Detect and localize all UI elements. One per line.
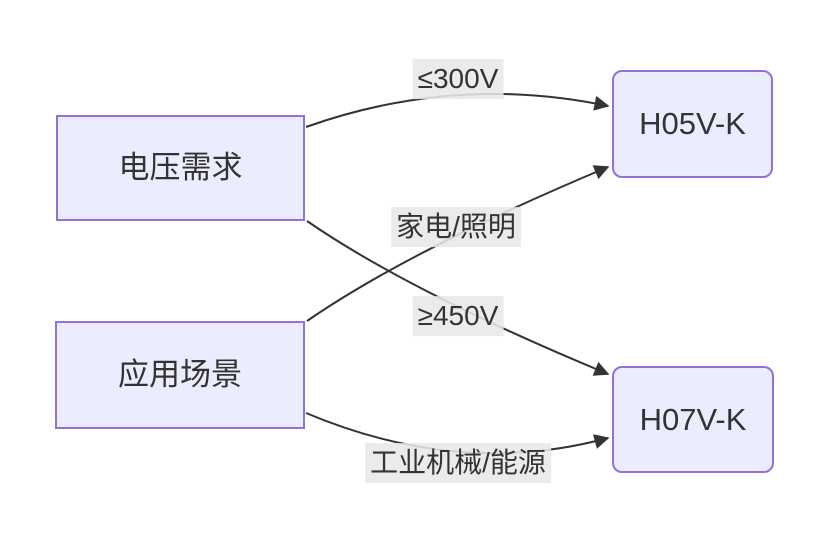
edge-label-voltage-h05vk: ≤300V [412, 59, 504, 99]
edge-voltage-to-h07vk [306, 220, 610, 376]
node-h07v-k: H07V-K [612, 366, 774, 473]
edge-voltage-to-h05vk [305, 92, 610, 128]
node-h07v-k-label: H07V-K [639, 401, 747, 437]
edge-label-scenario-h05vk: 家电/照明 [391, 207, 521, 247]
edge-scenario-to-h05vk [306, 165, 610, 322]
node-h05v-k: H05V-K [612, 70, 773, 178]
node-voltage-requirement-label: 电压需求 [118, 150, 243, 186]
node-h05v-k-label: H05V-K [639, 106, 746, 142]
edge-label-scenario-h07vk: 工业机械/能源 [365, 443, 551, 483]
node-application-scenario-label: 应用场景 [118, 357, 242, 393]
edge-label-voltage-h07vk: ≥450V [412, 296, 504, 336]
node-application-scenario: 应用场景 [55, 321, 305, 429]
node-voltage-requirement: 电压需求 [56, 115, 305, 221]
